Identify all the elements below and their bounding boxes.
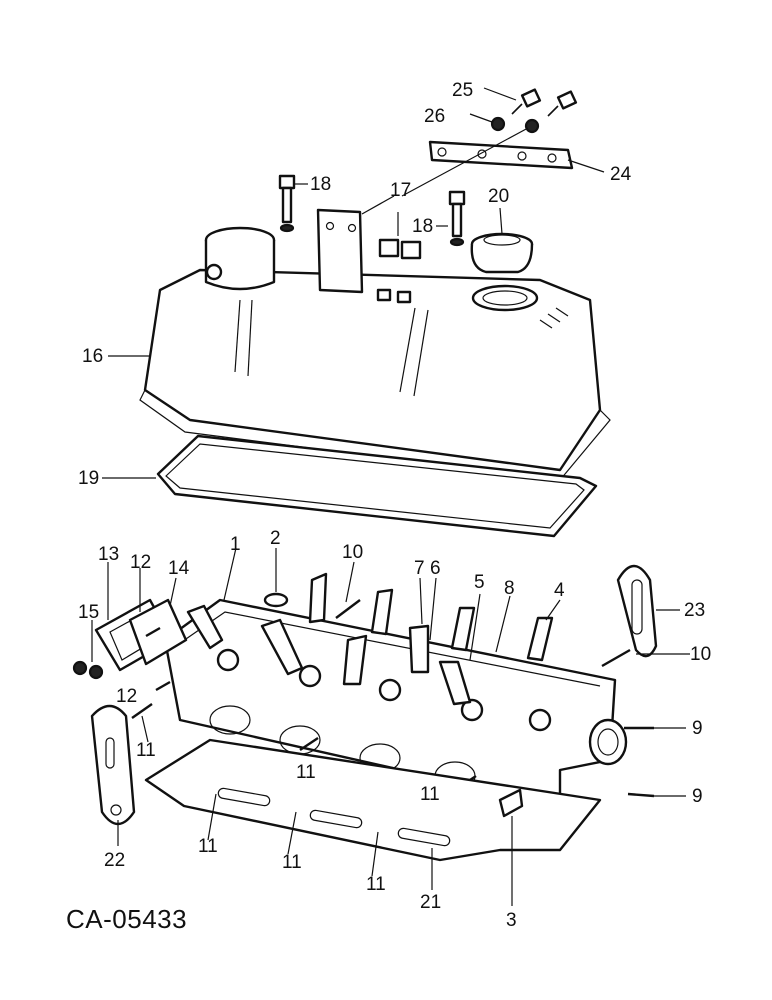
washer-26	[490, 116, 540, 134]
callout-7: 7	[414, 558, 425, 579]
mounting-plate-17	[316, 208, 422, 294]
callout-3: 3	[506, 910, 517, 931]
callout-9a: 9	[692, 718, 703, 739]
bracket-22	[90, 704, 136, 826]
callout-5: 5	[474, 572, 485, 593]
filler-cap-20	[470, 232, 534, 274]
callout-17: 17	[390, 180, 411, 201]
callout-11e: 11	[282, 852, 302, 873]
bolt-18	[278, 174, 466, 247]
cover-gasket-19	[156, 434, 598, 538]
callout-16: 16	[82, 346, 103, 367]
callout-21: 21	[420, 892, 441, 913]
callout-labels: 25 26 24 18 17 20 18 16 19 2 1 10 13 12 …	[78, 80, 711, 931]
callout-18a: 18	[310, 174, 331, 195]
callout-12b: 12	[116, 686, 137, 707]
stud-12	[145, 626, 171, 692]
callout-23: 23	[684, 600, 705, 621]
callout-13: 13	[98, 544, 119, 565]
callout-6: 6	[430, 558, 441, 579]
callout-10a: 10	[342, 542, 363, 563]
callout-14: 14	[168, 558, 190, 579]
callout-18b: 18	[412, 216, 433, 237]
callout-11b: 11	[296, 762, 316, 783]
callout-25: 25	[452, 80, 473, 101]
callout-11a: 11	[136, 740, 156, 761]
callout-2: 2	[270, 528, 281, 549]
stud-10	[335, 599, 631, 668]
callout-24: 24	[610, 164, 632, 185]
nut-15	[72, 660, 104, 680]
lifting-bracket-24	[428, 140, 574, 170]
callout-4: 4	[554, 580, 565, 601]
callout-15: 15	[78, 602, 99, 623]
stud-9	[624, 726, 655, 798]
callout-11c: 11	[420, 784, 440, 805]
bolt-25	[511, 88, 578, 117]
drawing-id: CA-05433	[66, 904, 187, 934]
callout-19: 19	[78, 468, 99, 489]
callout-10b: 10	[690, 644, 711, 665]
head-gasket-21	[144, 738, 602, 862]
callout-26: 26	[424, 106, 445, 127]
dowel-3	[498, 788, 524, 818]
callout-11d: 11	[198, 836, 218, 857]
valve-cover-16	[139, 226, 611, 481]
callout-12a: 12	[130, 552, 151, 573]
callout-22: 22	[104, 850, 125, 871]
cylinder-head-1	[163, 572, 628, 807]
callout-9b: 9	[692, 786, 703, 807]
callout-11f: 11	[366, 874, 386, 895]
callout-8: 8	[504, 578, 515, 599]
callout-1: 1	[230, 534, 241, 555]
leader-lines	[91, 87, 690, 906]
lifting-eye-23	[616, 564, 658, 658]
gasket-14	[128, 598, 188, 666]
callout-20: 20	[488, 186, 509, 207]
